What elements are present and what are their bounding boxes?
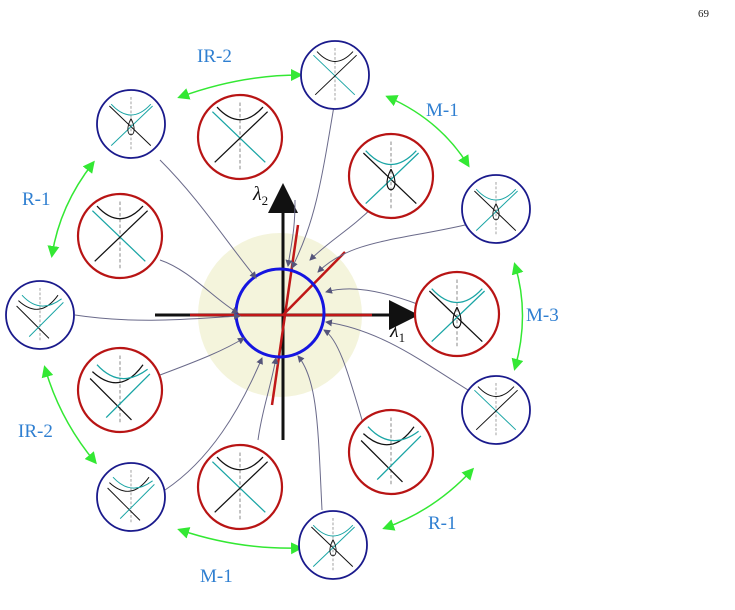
transition-labels: IR-2 M-1 R-1 M-3 IR-2 R-1 M-1 (18, 46, 559, 587)
blue-circles (5, 40, 531, 580)
connector (159, 159, 257, 279)
connectors (74, 99, 469, 511)
center-region: λ2 λ1 (155, 183, 419, 440)
connector (291, 99, 336, 269)
red-circles (76, 93, 501, 531)
phase-portrait-red (413, 270, 501, 358)
connector (325, 286, 421, 306)
connector (164, 357, 263, 491)
phase-portrait-blue (461, 174, 531, 244)
phase-portrait-blue (298, 510, 368, 580)
label-ir2-left: IR-2 (18, 421, 53, 442)
arrow-m1-bottom (177, 527, 303, 555)
connector (317, 224, 466, 273)
arrow-ir2-top (177, 69, 303, 100)
red-line-steep (270, 224, 300, 406)
phase-portrait-red (76, 346, 164, 434)
arrow-r1-left (47, 160, 95, 258)
connector (297, 355, 323, 511)
connector (285, 199, 296, 267)
phase-portrait-red (347, 408, 435, 496)
y-axis-label: λ2 (252, 183, 268, 208)
page-number: 69 (698, 8, 709, 20)
connector (257, 357, 279, 441)
label-m1-bottom: M-1 (200, 566, 233, 587)
connector (323, 329, 366, 431)
arrow-m1-top (385, 95, 470, 168)
label-ir2-top: IR-2 (197, 46, 232, 67)
label-r1-left: R-1 (22, 189, 51, 210)
arrow-ir2-left (41, 365, 97, 465)
phase-portrait-blue (300, 40, 370, 110)
connector (159, 259, 239, 314)
label-m3-right: M-3 (526, 305, 559, 326)
x-axis-label: λ1 (389, 320, 405, 345)
phase-portrait-red (196, 93, 284, 181)
label-m1-top: M-1 (426, 100, 459, 121)
arrow-m3-right (511, 262, 524, 371)
phase-portrait-blue (96, 462, 166, 532)
phase-portrait-blue (96, 89, 166, 159)
connector (74, 312, 241, 321)
transition-arrows (41, 69, 524, 555)
phase-portrait-blue (461, 375, 531, 445)
arrow-r1-bottom (382, 467, 475, 531)
phase-portrait-red (347, 132, 435, 220)
label-r1-bottom: R-1 (428, 513, 457, 534)
phase-portrait-red (76, 192, 164, 280)
connector (325, 319, 469, 391)
connector (159, 337, 245, 376)
phase-portrait-blue (5, 280, 75, 350)
phase-portrait-red (196, 443, 284, 531)
